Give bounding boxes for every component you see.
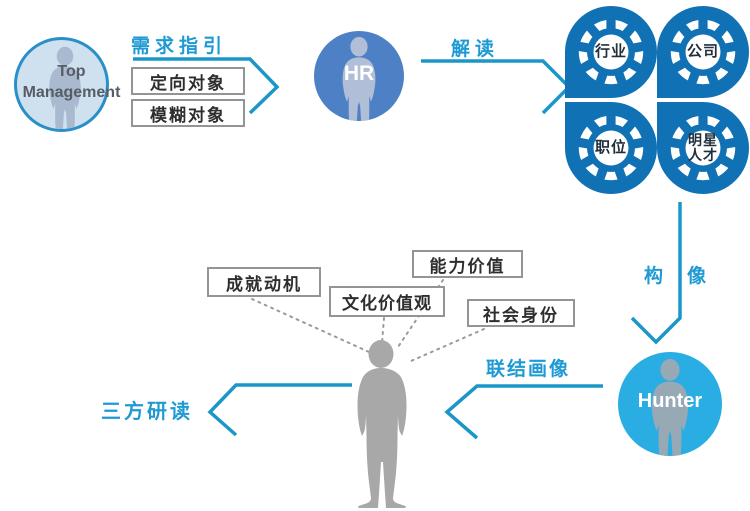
trait-box-ability-value: 能力价值 [412,250,523,278]
gear-node-industry: 行业 [565,6,657,98]
gear-icon [669,18,737,85]
arrow-demand [133,57,280,115]
gear-label-star-talent: 明星 人才 [657,102,749,194]
target-box-fuzzy: 模糊对象 [131,99,245,127]
dotted-line-achievement [251,298,370,353]
gear-label-position: 职位 [594,139,627,156]
flow-label-demand: 需求指引 [131,36,228,57]
node-hunter [618,352,722,456]
gear-label-star-talent-line1: 明星 [688,132,718,148]
gear-icon [577,18,645,85]
flow-label-study: 三方研读 [101,401,193,423]
top-management-label: Top Management [22,63,121,101]
gear-label-industry: 行业 [594,43,627,60]
flow-label-interpret: 解读 [451,39,500,60]
gear-label-star-talent-line2: 人才 [688,147,718,163]
flow-label-construct-right: 像 [687,266,707,287]
target-box-directed: 定向对象 [131,67,245,95]
node-hr [314,31,404,121]
flow-label-link: 联结画像 [486,359,571,380]
gear-icon [577,114,645,181]
gear-icon [669,114,737,181]
gear-label-company: 公司 [686,43,719,60]
trait-box-cultural-values: 文化价值观 [329,286,445,317]
arrow-study [207,383,352,437]
arrow-interpret [421,59,572,115]
gear-node-company: 公司 [657,6,749,98]
gear-node-position: 职位 [565,102,657,194]
trait-box-social-identity: 社会身份 [467,299,575,327]
dotted-line-cultural [381,317,385,344]
arrow-construct [630,202,682,345]
hunter-label: Hunter [637,390,703,412]
candidate-person-icon [340,340,430,510]
arrow-link [444,384,603,440]
trait-box-achievement-motivation: 成就动机 [207,267,321,297]
flow-label-construct-left: 构 [644,266,664,287]
hr-label: HR [343,62,375,85]
gear-node-star-talent: 明星 人才 [657,102,749,194]
dotted-line-social [410,328,485,362]
node-top-management [14,37,109,132]
